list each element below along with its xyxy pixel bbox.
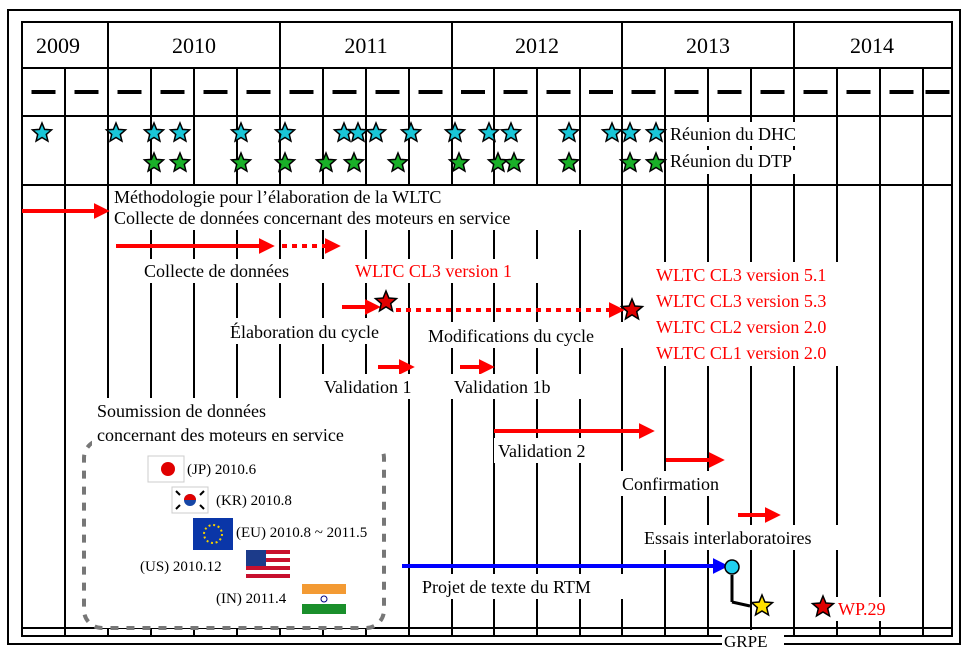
dtp-meeting-star-icon — [644, 151, 668, 173]
dhc-meeting-star-icon — [499, 121, 523, 143]
year-label: 2010 — [172, 33, 216, 58]
version-list: WLTC CL3 version 5.1 WLTC CL3 version 5.… — [656, 265, 826, 363]
dhc-meeting-star-icon — [557, 121, 581, 143]
year-label: 2011 — [344, 33, 387, 58]
dtp-meeting-star-icon — [447, 151, 471, 173]
gtr-milestone-dot — [724, 559, 740, 575]
collection-text: Collecte de données concernant des moteu… — [114, 208, 510, 228]
india-flag — [302, 584, 346, 614]
dhc-meeting-star-icon — [644, 121, 668, 143]
dhc-meeting-star-icon — [364, 121, 388, 143]
dhc-meeting-star-icon — [600, 121, 624, 143]
dtp-meeting-star-icon — [142, 151, 166, 173]
dhc-meeting-star-icon — [104, 121, 128, 143]
dtp-meeting-star-icon — [502, 151, 526, 173]
japan-flag — [147, 455, 185, 483]
submission-kr: (KR) 2010.8 — [216, 493, 292, 509]
dhc-meeting-star-icon — [443, 121, 467, 143]
inner-frame — [21, 21, 953, 637]
grpe-star-icon — [749, 593, 775, 617]
submission-title: concernant des moteurs en service — [97, 425, 344, 445]
usa-flag — [246, 550, 290, 582]
data-collection-label: Collecte de données — [144, 261, 289, 281]
dhc-meeting-star-icon — [168, 121, 192, 143]
cycle-mod-label: Modifications du cycle — [428, 326, 594, 346]
submission-jp: (JP) 2010.6 — [187, 462, 257, 478]
dhc-meeting-star-icon — [229, 121, 253, 143]
version-item: WLTC CL2 version 2.0 — [656, 317, 826, 337]
grpe-label: GRPE — [724, 632, 767, 651]
cycle-dev-label: Élaboration du cycle — [230, 321, 379, 342]
version-item: WLTC CL1 version 2.0 — [656, 343, 826, 363]
dtp-meeting-star-icon — [386, 151, 410, 173]
outer-frame — [7, 9, 961, 645]
dtp-meeting-star-icon — [618, 151, 642, 173]
confirmation-label: Confirmation — [622, 474, 719, 494]
meeting-stars — [30, 121, 668, 173]
version-item: WLTC CL3 version 5.1 — [656, 265, 826, 285]
dhc-meeting-star-icon — [477, 121, 501, 143]
dhc-meeting-star-icon — [273, 121, 297, 143]
dtp-meeting-star-icon — [557, 151, 581, 173]
year-label: 2009 — [36, 33, 80, 58]
dtp-meeting-star-icon — [342, 151, 366, 173]
milestone-star-icon — [373, 289, 399, 313]
year-label: 2012 — [515, 33, 559, 58]
dhc-meeting-star-icon — [618, 121, 642, 143]
submission-in: (IN) 2011.4 — [216, 591, 287, 607]
dtp-meeting-star-icon — [168, 151, 192, 173]
dtp-meeting-star-icon — [273, 151, 297, 173]
validation1-label: Validation 1 — [324, 377, 412, 397]
interlab-label: Essais interlaboratoires — [644, 528, 811, 548]
korea-flag — [171, 486, 209, 514]
validation1b-label: Validation 1b — [454, 377, 551, 397]
cl3-v1-label: WLTC CL3 version 1 — [355, 261, 512, 281]
dtp-meeting-star-icon — [229, 151, 253, 173]
dhc-meeting-star-icon — [30, 121, 54, 143]
validation2-label: Validation 2 — [498, 441, 586, 461]
year-labels: 2009 2010 2011 2012 2013 2014 — [36, 33, 894, 58]
year-label: 2014 — [850, 33, 894, 58]
version-item: WLTC CL3 version 5.3 — [656, 291, 826, 311]
submission-title: Soumission de données — [97, 401, 266, 421]
year-label: 2013 — [686, 33, 730, 58]
submission-us: (US) 2010.12 — [140, 559, 222, 575]
wp29-star-icon — [810, 594, 836, 618]
dhc-meeting-label: Réunion du DHC — [670, 124, 796, 144]
grpe-connector — [731, 600, 751, 608]
methodology-text: Méthodologie pour l’élaboration de la WL… — [114, 187, 441, 207]
milestone-star-icon — [619, 297, 645, 321]
dtp-meeting-star-icon — [314, 151, 338, 173]
submission-eu: (EU) 2010.8 ~ 2011.5 — [236, 525, 367, 541]
dtp-meeting-star-icon — [486, 151, 510, 173]
gtr-draft-label: Projet de texte du RTM — [422, 577, 591, 597]
dtp-meeting-label: Réunion du DTP — [670, 151, 792, 171]
dhc-meeting-star-icon — [346, 121, 370, 143]
eu-flag — [193, 518, 233, 550]
dhc-meeting-star-icon — [399, 121, 423, 143]
wp29-label: WP.29 — [838, 599, 886, 619]
dhc-meeting-star-icon — [142, 121, 166, 143]
